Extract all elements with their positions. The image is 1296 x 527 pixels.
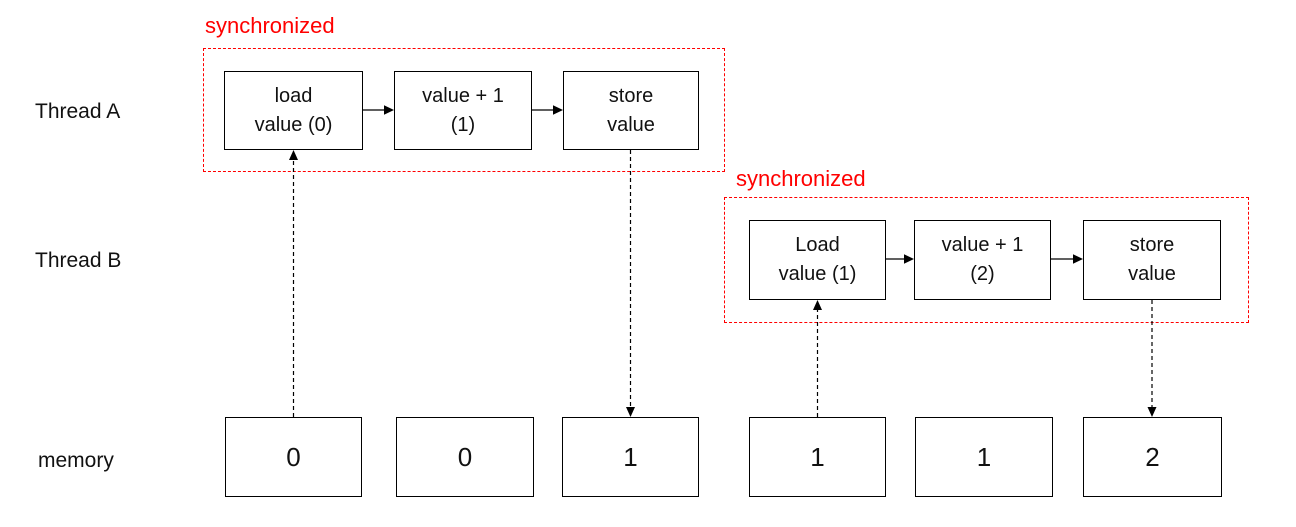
thread-b-step-store-box: store value — [1083, 220, 1221, 300]
step-text-line2: value (1) — [778, 263, 857, 285]
memory-cell-2: 1 — [562, 417, 699, 497]
step-text-line1: value + 1 — [422, 84, 504, 107]
step-text-line1: Load — [795, 234, 840, 256]
thread-a-step-store-box: store value — [563, 71, 699, 150]
memory-cell-1: 0 — [396, 417, 534, 497]
memory-cell-value: 0 — [286, 441, 301, 472]
step-text-line2: value — [607, 113, 655, 136]
sync-region-thread-a — [203, 48, 725, 172]
memory-cell-value: 2 — [1145, 441, 1160, 472]
arrow-a-store-to-memory3-icon — [626, 150, 635, 417]
step-text-line2: value (0) — [254, 113, 333, 136]
step-text-line2: (2) — [970, 263, 995, 285]
arrow-memory1-to-a-load-icon — [289, 150, 298, 417]
step-text-line1: store — [1129, 234, 1175, 256]
memory-cell-3: 1 — [749, 417, 886, 497]
thread-b-step-increment-box: value + 1 (2) — [914, 220, 1051, 300]
step-text-line2: (1) — [450, 113, 476, 136]
memory-cell-value: 1 — [623, 441, 638, 472]
memory-cell-value: 1 — [810, 441, 825, 472]
thread-a-step-increment-box: value + 1 (1) — [394, 71, 532, 150]
step-text-line1: value + 1 — [941, 234, 1024, 256]
thread-b-row-label: Thread B — [35, 249, 122, 272]
sync-label-thread-b: synchronized — [736, 166, 866, 191]
memory-cell-0: 0 — [225, 417, 362, 497]
memory-row-label: memory — [38, 449, 114, 472]
thread-a-row-label: Thread A — [35, 100, 121, 123]
memory-cell-value: 1 — [976, 441, 992, 472]
sync-region-thread-b — [724, 197, 1249, 323]
thread-b-step-load-box: Load value (1) — [749, 220, 886, 300]
memory-cell-value: 0 — [457, 441, 473, 472]
memory-cell-5: 2 — [1083, 417, 1222, 497]
memory-cell-4: 1 — [915, 417, 1053, 497]
step-text-line1: load — [274, 84, 313, 107]
thread-a-step-load-box: load value (0) — [224, 71, 363, 150]
step-text-line2: value — [1128, 263, 1176, 285]
sync-label-thread-a: synchronized — [205, 13, 335, 38]
step-text-line1: store — [608, 84, 654, 107]
